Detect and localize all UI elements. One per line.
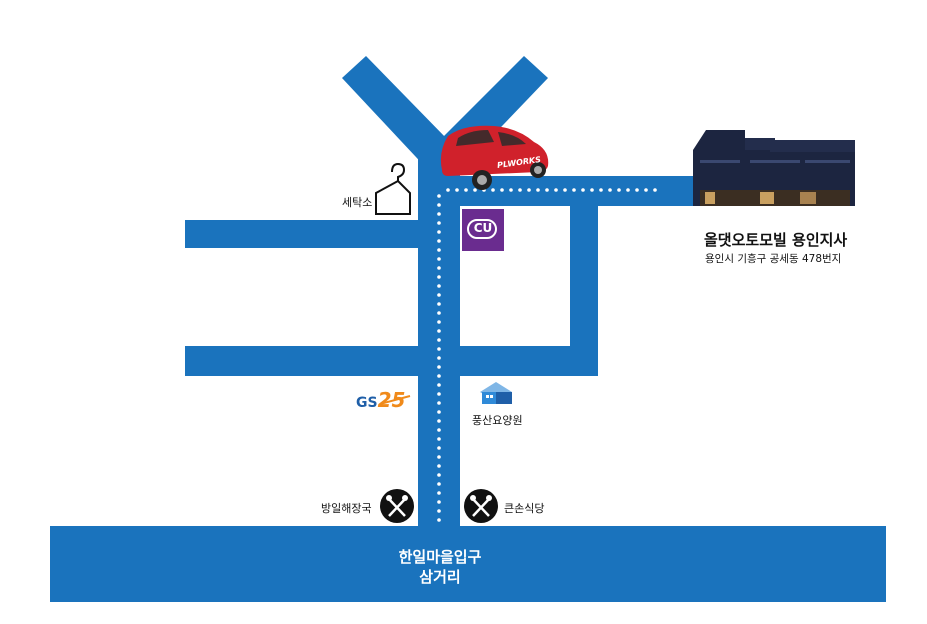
route-dot [644, 188, 648, 192]
route-dot [554, 188, 558, 192]
destination-address: 용인시 기흥구 공세동 478번지 [705, 253, 842, 265]
route-dot [437, 311, 441, 315]
road-middle-right [460, 346, 598, 376]
route-dot [599, 188, 603, 192]
fork-knife-icon [380, 489, 414, 523]
building-photo [693, 130, 855, 206]
route-dot [617, 188, 621, 192]
route-dot [491, 188, 495, 192]
route-dot [563, 188, 567, 192]
restaurant-left-label: 방일해장국 [321, 502, 372, 515]
route-dot [437, 302, 441, 306]
route-dot [437, 491, 441, 495]
route-dot [437, 482, 441, 486]
building-icon [480, 382, 512, 404]
route-dot [437, 518, 441, 522]
route-dot [446, 188, 450, 192]
route-dot [437, 203, 441, 207]
route-dot [500, 188, 504, 192]
route-dot [437, 509, 441, 513]
road-left-lower [185, 346, 418, 376]
route-dot [437, 248, 441, 252]
route-dot [437, 293, 441, 297]
route-dot [527, 188, 531, 192]
route-dot [437, 284, 441, 288]
route-dot [437, 338, 441, 342]
route-dot [536, 188, 540, 192]
route-dot [509, 188, 513, 192]
road-main-bottom [50, 526, 886, 602]
route-dots [437, 188, 657, 522]
route-dot [437, 275, 441, 279]
route-dot [518, 188, 522, 192]
cu-label: CU [473, 221, 493, 235]
route-dot [608, 188, 612, 192]
route-dot [590, 188, 594, 192]
route-dot [437, 212, 441, 216]
route-dot [437, 419, 441, 423]
gs25-label: GS25 [356, 388, 405, 412]
route-dot [545, 188, 549, 192]
laundry-label: 세탁소 [342, 196, 373, 209]
gs25-num-text: 25 [377, 388, 406, 412]
fork-knife-icon [464, 489, 498, 523]
route-dot [437, 455, 441, 459]
route-dot [437, 428, 441, 432]
route-dot [455, 188, 459, 192]
car-icon [440, 125, 549, 190]
main-road-label-line2: 삼거리 [419, 568, 461, 586]
route-dot [626, 188, 630, 192]
route-dot [437, 230, 441, 234]
main-road-label-line1: 한일마을입구 [398, 548, 482, 566]
route-dot [437, 473, 441, 477]
road-network [50, 56, 886, 602]
route-dot [581, 188, 585, 192]
route-dot [437, 221, 441, 225]
route-dot [437, 365, 441, 369]
gs25-logo [379, 395, 411, 405]
route-dot [437, 383, 441, 387]
route-dot [437, 329, 441, 333]
route-dot [437, 374, 441, 378]
route-dot [437, 320, 441, 324]
route-dot [437, 257, 441, 261]
route-dot [437, 392, 441, 396]
road-left-upper [185, 220, 418, 248]
route-dot [464, 188, 468, 192]
restaurant-right-label: 큰손식당 [504, 502, 545, 515]
route-dot [437, 239, 441, 243]
route-dot [437, 464, 441, 468]
destination-name: 올댓오토모빌 용인지사 [704, 231, 848, 249]
route-dot [437, 401, 441, 405]
cu-logo [462, 209, 504, 251]
route-dot [437, 437, 441, 441]
route-dot [635, 188, 639, 192]
route-dot [437, 446, 441, 450]
route-dot [473, 188, 477, 192]
gs25-gs-text: GS [356, 395, 378, 411]
route-dot [653, 188, 657, 192]
nursing-home-label: 풍산요양원 [472, 414, 523, 427]
route-dot [437, 347, 441, 351]
route-dot [437, 500, 441, 504]
route-dot [572, 188, 576, 192]
route-dot [437, 356, 441, 360]
route-dot [437, 266, 441, 270]
route-dot [437, 194, 441, 198]
route-dot [437, 410, 441, 414]
hanger-icon [375, 162, 411, 215]
